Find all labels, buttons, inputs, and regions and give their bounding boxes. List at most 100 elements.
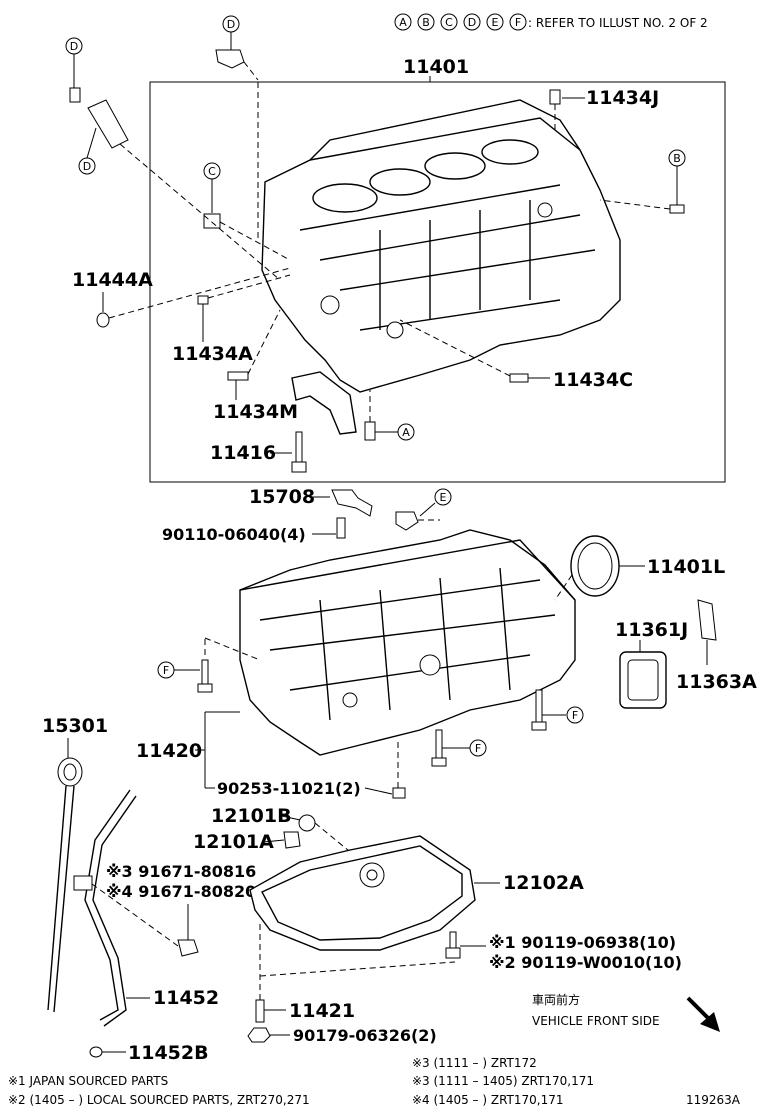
pin-11434j[interactable]: [549, 89, 561, 105]
part-label-90110-06040[interactable]: 90110-06040(4): [162, 525, 306, 544]
nut-90179[interactable]: [247, 1027, 271, 1043]
part-label-12102a[interactable]: 12102A: [503, 872, 584, 894]
note-3a: ※3 (1111 – ) ZRT172: [412, 1056, 537, 1070]
bracket-15708[interactable]: [331, 489, 373, 517]
part-label-11416[interactable]: 11416: [210, 442, 276, 464]
bolt-11416[interactable]: [291, 431, 307, 473]
callout-b: B: [668, 149, 686, 167]
part-label-11434j[interactable]: 11434J: [586, 87, 659, 109]
part-label-90119-06938[interactable]: ※1 90119-06938(10): [489, 933, 676, 952]
part-label-91671-80816[interactable]: ※3 91671-80816: [106, 862, 256, 881]
bolt-f-right[interactable]: [531, 689, 547, 731]
part-label-12101b[interactable]: 12101B: [211, 805, 292, 827]
guide-bracket: [73, 875, 93, 891]
callout-f-middle: F: [469, 739, 487, 757]
svg-text:D: D: [70, 40, 78, 53]
bolt-90119[interactable]: [445, 931, 461, 959]
callout-f-right: F: [566, 706, 584, 724]
bolt-f-left[interactable]: [197, 659, 213, 693]
note-2: ※2 (1405 – ) LOCAL SOURCED PARTS, ZRT270…: [8, 1093, 310, 1107]
part-label-11421[interactable]: 11421: [289, 1000, 355, 1022]
callout-a: A: [397, 423, 415, 441]
plug-12101a[interactable]: [283, 831, 301, 849]
svg-text:C: C: [208, 165, 216, 178]
ref-circle-b: B: [417, 13, 435, 31]
sensor-d-top[interactable]: [215, 49, 245, 69]
ref-legend-text: : REFER TO ILLUST NO. 2 OF 2: [528, 16, 708, 30]
svg-text:D: D: [468, 16, 476, 29]
part-label-11401[interactable]: 11401: [403, 56, 469, 78]
svg-text:F: F: [572, 709, 578, 722]
dipstick-guide-11452[interactable]: [84, 789, 131, 1021]
reference-legend: A B C D E F : REFER TO ILLUST NO. 2 OF 2: [394, 13, 708, 31]
bolt-d[interactable]: [69, 87, 81, 103]
pin-11434c[interactable]: [509, 373, 529, 383]
pin-b[interactable]: [669, 204, 685, 214]
dipstick-15301[interactable]: [47, 757, 83, 1013]
ref-circle-a: A: [394, 13, 412, 31]
callout-d-top: D: [222, 15, 240, 33]
part-label-11444a[interactable]: 11444A: [72, 269, 153, 291]
svg-text:F: F: [515, 16, 521, 29]
note-1: ※1 JAPAN SOURCED PARTS: [8, 1074, 168, 1088]
o-ring-11452b[interactable]: [89, 1046, 103, 1058]
bolt-f-middle[interactable]: [431, 729, 447, 767]
part-label-12101a[interactable]: 12101A: [193, 831, 274, 853]
part-label-91671-80820[interactable]: ※4 91671-80820: [106, 882, 256, 901]
pin-11434m[interactable]: [227, 371, 249, 381]
gasket-12101b[interactable]: [298, 814, 316, 832]
cylinder-block-assembly-frame: [149, 81, 726, 483]
callout-e: E: [434, 488, 452, 506]
oil-seal-11401l[interactable]: [570, 535, 620, 597]
plug-c[interactable]: [203, 213, 221, 229]
crankcase-11420[interactable]: [239, 529, 576, 756]
part-label-11420[interactable]: 11420: [136, 740, 202, 762]
ref-circle-e: E: [486, 13, 504, 31]
part-label-90253-11021[interactable]: 90253-11021(2): [217, 779, 361, 798]
svg-text:A: A: [399, 16, 407, 29]
bolt-91671[interactable]: [177, 939, 199, 957]
cylinder-block[interactable]: [261, 99, 621, 393]
svg-text:B: B: [673, 152, 681, 165]
pin-11434a[interactable]: [197, 295, 209, 305]
gasket-11361j[interactable]: [619, 651, 667, 709]
vehicle-front-jp: 車両前方: [532, 992, 580, 1007]
vehicle-front-en: VEHICLE FRONT SIDE: [532, 1014, 660, 1028]
part-label-15301[interactable]: 15301: [42, 715, 108, 737]
part-label-11361j[interactable]: 11361J: [615, 619, 688, 641]
part-label-11452b[interactable]: 11452B: [128, 1042, 209, 1064]
dowel-a[interactable]: [364, 421, 376, 441]
callout-c: C: [203, 162, 221, 180]
callout-d-left-top: D: [65, 37, 83, 55]
part-label-90119-w0010[interactable]: ※2 90119-W0010(10): [489, 953, 682, 972]
note-4: ※4 (1405 – ) ZRT170,171: [412, 1093, 564, 1107]
svg-text:C: C: [445, 16, 453, 29]
part-label-11363a[interactable]: 11363A: [676, 671, 757, 693]
o-ring-11444a[interactable]: [96, 312, 110, 328]
svg-text:E: E: [440, 491, 447, 504]
bearing-cap[interactable]: [291, 371, 357, 435]
svg-text:D: D: [83, 160, 91, 173]
callout-f-left: F: [157, 661, 175, 679]
part-label-15708[interactable]: 15708: [249, 486, 315, 508]
vehicle-front-arrow-icon: [686, 996, 720, 1032]
part-label-11452[interactable]: 11452: [153, 987, 219, 1009]
callout-d-left-bottom: D: [78, 157, 96, 175]
plug-90253[interactable]: [392, 787, 406, 799]
part-label-90179-06326[interactable]: 90179-06326(2): [293, 1026, 437, 1045]
part-label-11401l[interactable]: 11401L: [647, 556, 725, 578]
bolt-90110[interactable]: [336, 517, 346, 539]
svg-text:D: D: [227, 18, 235, 31]
sensor-d-left[interactable]: [87, 99, 129, 149]
part-label-11434a[interactable]: 11434A: [172, 343, 253, 365]
oil-pan-12102a[interactable]: [249, 835, 476, 951]
part-label-11434c[interactable]: 11434C: [553, 369, 633, 391]
bolt-e[interactable]: [395, 511, 419, 531]
bracket-11363a[interactable]: [697, 599, 717, 641]
note-3b: ※3 (1111 – 1405) ZRT170,171: [412, 1074, 594, 1088]
stud-11421[interactable]: [255, 999, 265, 1023]
part-label-11434m[interactable]: 11434M: [213, 401, 298, 423]
svg-text:E: E: [492, 16, 499, 29]
illustration-id: 119263A: [686, 1093, 741, 1107]
